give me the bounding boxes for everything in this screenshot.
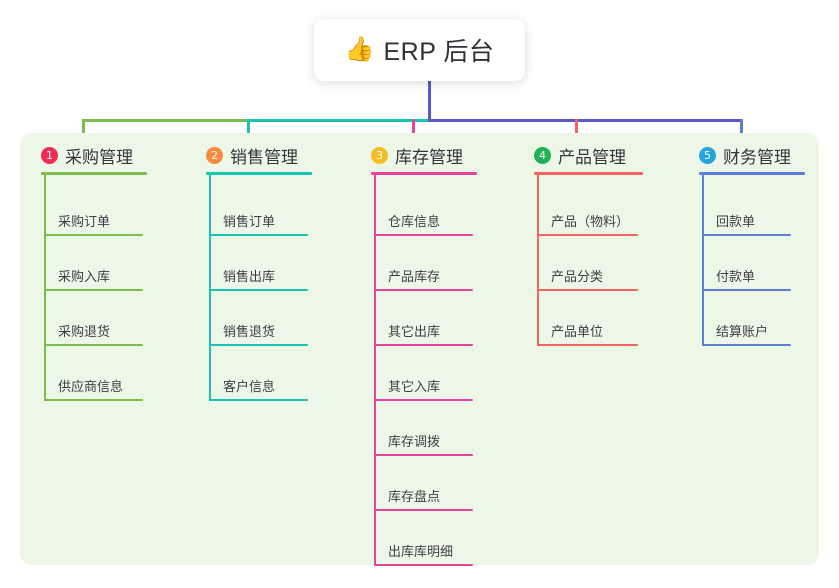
leaf-item[interactable]: 结算账户 [702,314,791,346]
leaf-item-underline [537,289,638,291]
branch-underline-3 [371,172,477,175]
leaf-item-underline [374,509,473,511]
leaf-item-underline [374,344,473,346]
branch-spine-3 [374,175,376,566]
leaf-item-underline [209,234,308,236]
leaf-item[interactable]: 销售出库 [209,259,308,291]
leaf-item-label: 客户信息 [223,379,276,394]
leaf-item-underline [702,234,791,236]
leaf-item-label: 供应商信息 [58,379,124,394]
leaf-item[interactable]: 出库库明细 [374,534,473,566]
leaf-item-label: 采购入库 [58,269,111,284]
leaf-item-underline [702,344,791,346]
branch-badge-4: 4 [534,147,551,164]
branch-spine-1 [44,175,46,401]
leaf-item[interactable]: 销售订单 [209,204,308,236]
leaf-item[interactable]: 付款单 [702,259,791,291]
branch-header-1[interactable]: 1 采购管理 [41,143,133,168]
connector-segment-3 [428,119,740,122]
leaf-item[interactable]: 供应商信息 [44,369,143,401]
leaf-item-label: 回款单 [716,214,756,229]
branch-badge-3: 3 [371,147,388,164]
leaf-item[interactable]: 销售退货 [209,314,308,346]
leaf-item[interactable]: 其它出库 [374,314,473,346]
branches-panel [20,133,819,565]
leaf-item-underline [44,344,143,346]
branch-title-2: 销售管理 [230,148,298,167]
leaf-item-label: 采购退货 [58,324,111,339]
branch-underline-4 [534,172,643,175]
leaf-item-label: 仓库信息 [388,214,441,229]
root-stem-line [428,81,431,122]
leaf-item[interactable]: 产品分类 [537,259,638,291]
leaf-item-label: 库存盘点 [388,489,441,504]
leaf-item-underline [702,289,791,291]
branch-header-5[interactable]: 5 财务管理 [699,143,791,168]
branch-badge-1: 1 [41,147,58,164]
leaf-item-label: 销售退货 [223,324,276,339]
root-node-content: 👍 ERP 后台 [345,32,495,68]
branch-header-4[interactable]: 4 产品管理 [534,143,626,168]
branch-header-3[interactable]: 3 库存管理 [371,143,463,168]
leaf-item-underline [44,234,143,236]
leaf-item-underline [374,289,473,291]
leaf-item-label: 采购订单 [58,214,111,229]
leaf-item-label: 产品分类 [551,269,604,284]
leaf-item-underline [44,289,143,291]
leaf-item-label: 产品库存 [388,269,441,284]
branch-header-2[interactable]: 2 销售管理 [206,143,298,168]
leaf-item-underline [537,234,638,236]
leaf-item-underline [209,399,308,401]
leaf-item-underline [374,564,473,566]
thumbs-up-icon: 👍 [344,36,375,63]
leaf-item-underline [209,289,308,291]
branch-badge-5: 5 [699,147,716,164]
leaf-item-label: 结算账户 [716,324,769,339]
leaf-item-label: 其它出库 [388,324,441,339]
leaf-item[interactable]: 采购退货 [44,314,143,346]
root-node[interactable]: 👍 ERP 后台 [314,19,525,81]
leaf-item[interactable]: 产品库存 [374,259,473,291]
connector-segment-2 [247,119,428,122]
branch-underline-1 [41,172,147,175]
leaf-item-label: 销售出库 [223,269,276,284]
leaf-item[interactable]: 采购入库 [44,259,143,291]
branch-title-3: 库存管理 [395,148,463,167]
branch-spine-2 [209,175,211,401]
leaf-item[interactable]: 产品（物料） [537,204,638,236]
leaf-item-label: 付款单 [716,269,756,284]
branch-title-4: 产品管理 [558,148,626,167]
leaf-item-underline [374,234,473,236]
leaf-item-label: 库存调拨 [388,434,441,449]
leaf-item-underline [209,344,308,346]
branch-underline-5 [699,172,805,175]
leaf-item-underline [44,399,143,401]
leaf-item[interactable]: 库存调拨 [374,424,473,456]
connector-segment-1 [82,119,247,122]
branch-title-1: 采购管理 [65,148,133,167]
branch-badge-2: 2 [206,147,223,164]
leaf-item[interactable]: 采购订单 [44,204,143,236]
leaf-item[interactable]: 仓库信息 [374,204,473,236]
leaf-item-label: 产品（物料） [551,214,630,229]
leaf-item-label: 出库库明细 [388,544,454,559]
root-node-title: ERP 后台 [383,38,495,66]
leaf-item[interactable]: 回款单 [702,204,791,236]
branch-underline-2 [206,172,312,175]
leaf-item-label: 销售订单 [223,214,276,229]
leaf-item[interactable]: 库存盘点 [374,479,473,511]
branch-spine-5 [702,175,704,346]
leaf-item-underline [537,344,638,346]
leaf-item-underline [374,399,473,401]
leaf-item[interactable]: 其它入库 [374,369,473,401]
leaf-item[interactable]: 客户信息 [209,369,308,401]
leaf-item-underline [374,454,473,456]
branch-title-5: 财务管理 [723,148,791,167]
leaf-item[interactable]: 产品单位 [537,314,638,346]
leaf-item-label: 产品单位 [551,324,604,339]
leaf-item-label: 其它入库 [388,379,441,394]
branch-spine-4 [537,175,539,346]
